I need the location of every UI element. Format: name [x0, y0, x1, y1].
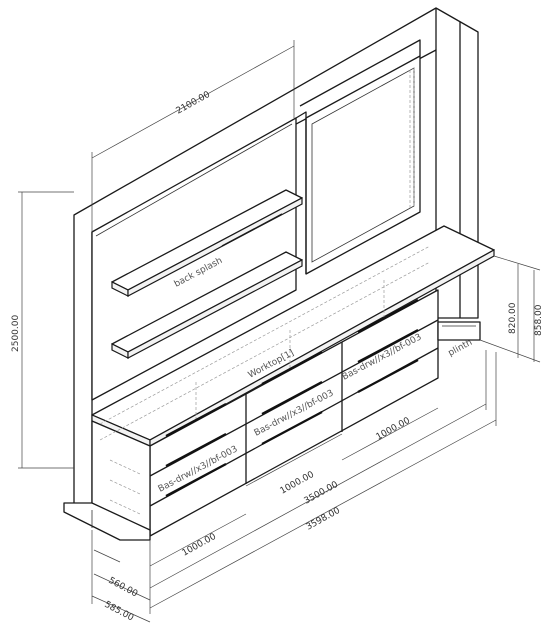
drawer-fronts	[149, 299, 439, 507]
dim-820: 820.00	[508, 302, 518, 334]
dim-3598: 3598.00	[305, 506, 343, 533]
dim-2500: 2500.00	[11, 315, 21, 352]
dim-1000-right: 1000.00	[375, 416, 413, 443]
dim-858: 858.00	[534, 304, 544, 336]
dim-585: 585.00	[103, 600, 136, 624]
plinth-label: plinth	[447, 338, 474, 359]
dim-560: 560.00	[107, 576, 140, 600]
dim-3500: 3500.00	[303, 480, 341, 507]
dimension-lines	[18, 40, 541, 623]
upper-shelf	[111, 189, 303, 297]
dim-1000-left: 1000.00	[181, 532, 219, 559]
base-cabinet	[63, 225, 495, 541]
lower-shelf	[111, 251, 303, 359]
dim-2100: 2100.00	[175, 90, 213, 117]
